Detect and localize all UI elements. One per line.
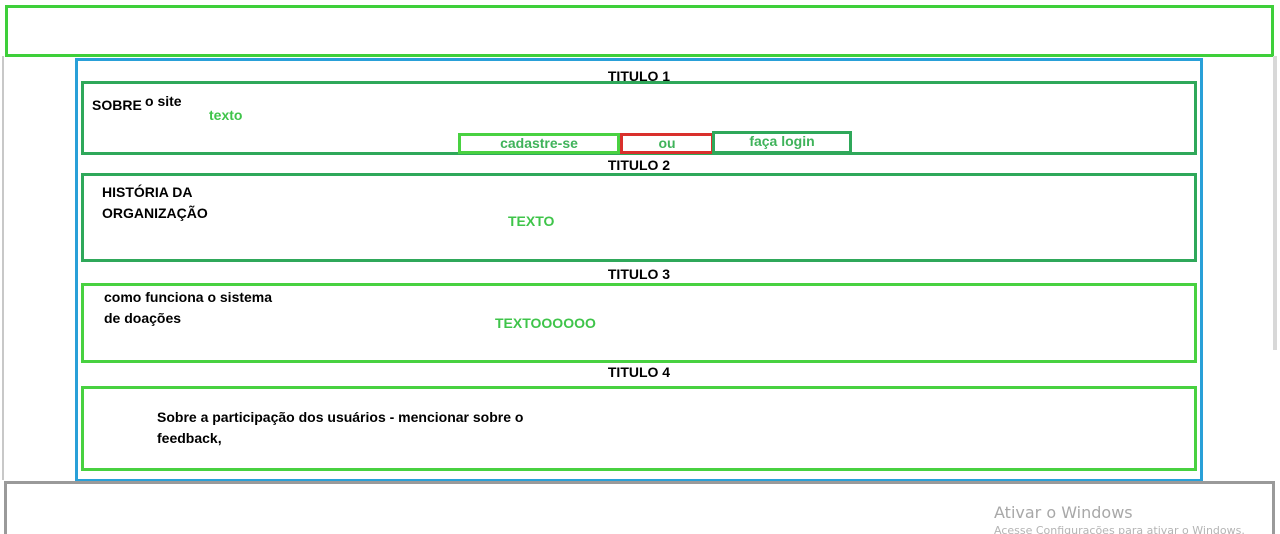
login-button[interactable]: faça login	[712, 131, 852, 154]
about-text: texto	[209, 107, 243, 123]
signup-label: cadastre-se	[500, 135, 578, 151]
windows-activation-title: Ativar o Windows	[994, 503, 1133, 522]
section-3-how-it-works: como funciona o sistema de doações TEXTO…	[81, 283, 1197, 363]
how-it-works-label-line1: como funciona o sistema	[104, 289, 273, 305]
footer-bar	[4, 481, 1275, 534]
or-label: ou	[658, 135, 676, 151]
or-separator: ou	[620, 133, 714, 154]
main-container: TITULO 1 SOBRE o site texto cadastre-se …	[75, 58, 1203, 482]
section-3-title: TITULO 3	[607, 266, 671, 282]
section-2-title: TITULO 2	[607, 157, 671, 173]
participation-label-line1: Sobre a participação dos usuários - menc…	[157, 409, 524, 425]
section-1-title: TITULO 1	[607, 68, 671, 84]
about-label: SOBRE	[92, 97, 142, 113]
windows-activation-subtitle: Acesse Configurações para ativar o Windo…	[994, 524, 1245, 534]
history-label-line2: ORGANIZAÇÃO	[102, 205, 208, 221]
how-it-works-text: TEXTOOOOOO	[495, 315, 596, 331]
signup-button[interactable]: cadastre-se	[458, 133, 620, 154]
right-scrollbar[interactable]	[1273, 56, 1277, 350]
login-label: faça login	[749, 133, 815, 149]
section-1-about: SOBRE o site texto cadastre-se ou faça l…	[81, 81, 1197, 155]
history-label-line1: HISTÓRIA DA	[102, 184, 193, 200]
header-bar	[5, 5, 1274, 57]
participation-label-line2: feedback,	[157, 430, 222, 446]
section-2-history: HISTÓRIA DA ORGANIZAÇÃO TEXTO	[81, 173, 1197, 262]
about-label-suffix: o site	[145, 93, 182, 109]
left-divider	[2, 56, 4, 480]
history-text: TEXTO	[508, 213, 555, 229]
how-it-works-label-line2: de doações	[104, 310, 182, 326]
section-4-participation: Sobre a participação dos usuários - menc…	[81, 386, 1197, 471]
section-4-title: TITULO 4	[607, 364, 671, 380]
